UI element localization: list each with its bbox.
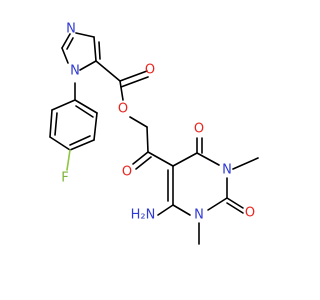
bond [119, 70, 148, 82]
bond [95, 60, 121, 82]
atom-label-n: N [222, 163, 232, 178]
bond [119, 80, 124, 101]
bond [61, 33, 71, 49]
bond [66, 37, 74, 50]
pyrimidine-ring [157, 137, 259, 245]
atom-label-amino: H₂N [131, 208, 156, 223]
bond [54, 112, 58, 136]
atom-label-o: O [118, 102, 128, 117]
bond [172, 152, 198, 167]
atom-label-o: O [194, 122, 204, 137]
atom-label-f: F [61, 171, 68, 186]
bond [69, 139, 95, 151]
structure-diagram: N N O O O O N O N H₂N F [49, 22, 259, 245]
ketone-group [132, 151, 174, 170]
bond [66, 149, 71, 171]
bond [196, 152, 220, 166]
atom-label-o: O [122, 165, 132, 180]
bond [135, 156, 152, 170]
bond [207, 197, 228, 211]
bond [132, 151, 149, 165]
atom-label-o: O [145, 63, 155, 78]
bond [129, 116, 148, 128]
ester-linkage [95, 60, 149, 153]
atom-label-n: N [70, 64, 80, 79]
atom-label-o: O [245, 206, 255, 221]
imidazole-ring [61, 32, 101, 71]
bond [51, 99, 76, 111]
bond [147, 151, 174, 167]
bond [146, 126, 149, 153]
bond [93, 112, 98, 141]
atom-label-n: N [66, 22, 76, 37]
bond [61, 47, 69, 64]
bond [98, 41, 101, 60]
bond [49, 109, 53, 138]
bond [75, 32, 95, 38]
molecule-canvas: N N O O O O N O N H₂N F [49, 22, 259, 245]
bond [232, 157, 259, 170]
bond [74, 99, 98, 114]
atom-label-n: N [194, 208, 204, 223]
bond [93, 36, 97, 62]
bond [120, 76, 149, 88]
bond [157, 204, 174, 216]
fluorophenyl-ring [49, 82, 98, 171]
bond [226, 202, 244, 214]
bond [75, 105, 94, 118]
bond [69, 135, 91, 146]
atom-labels: N N O O O O N O N H₂N F [61, 22, 255, 223]
bond [79, 60, 97, 71]
bond [172, 204, 191, 216]
bond [226, 197, 244, 209]
bond [49, 136, 71, 151]
